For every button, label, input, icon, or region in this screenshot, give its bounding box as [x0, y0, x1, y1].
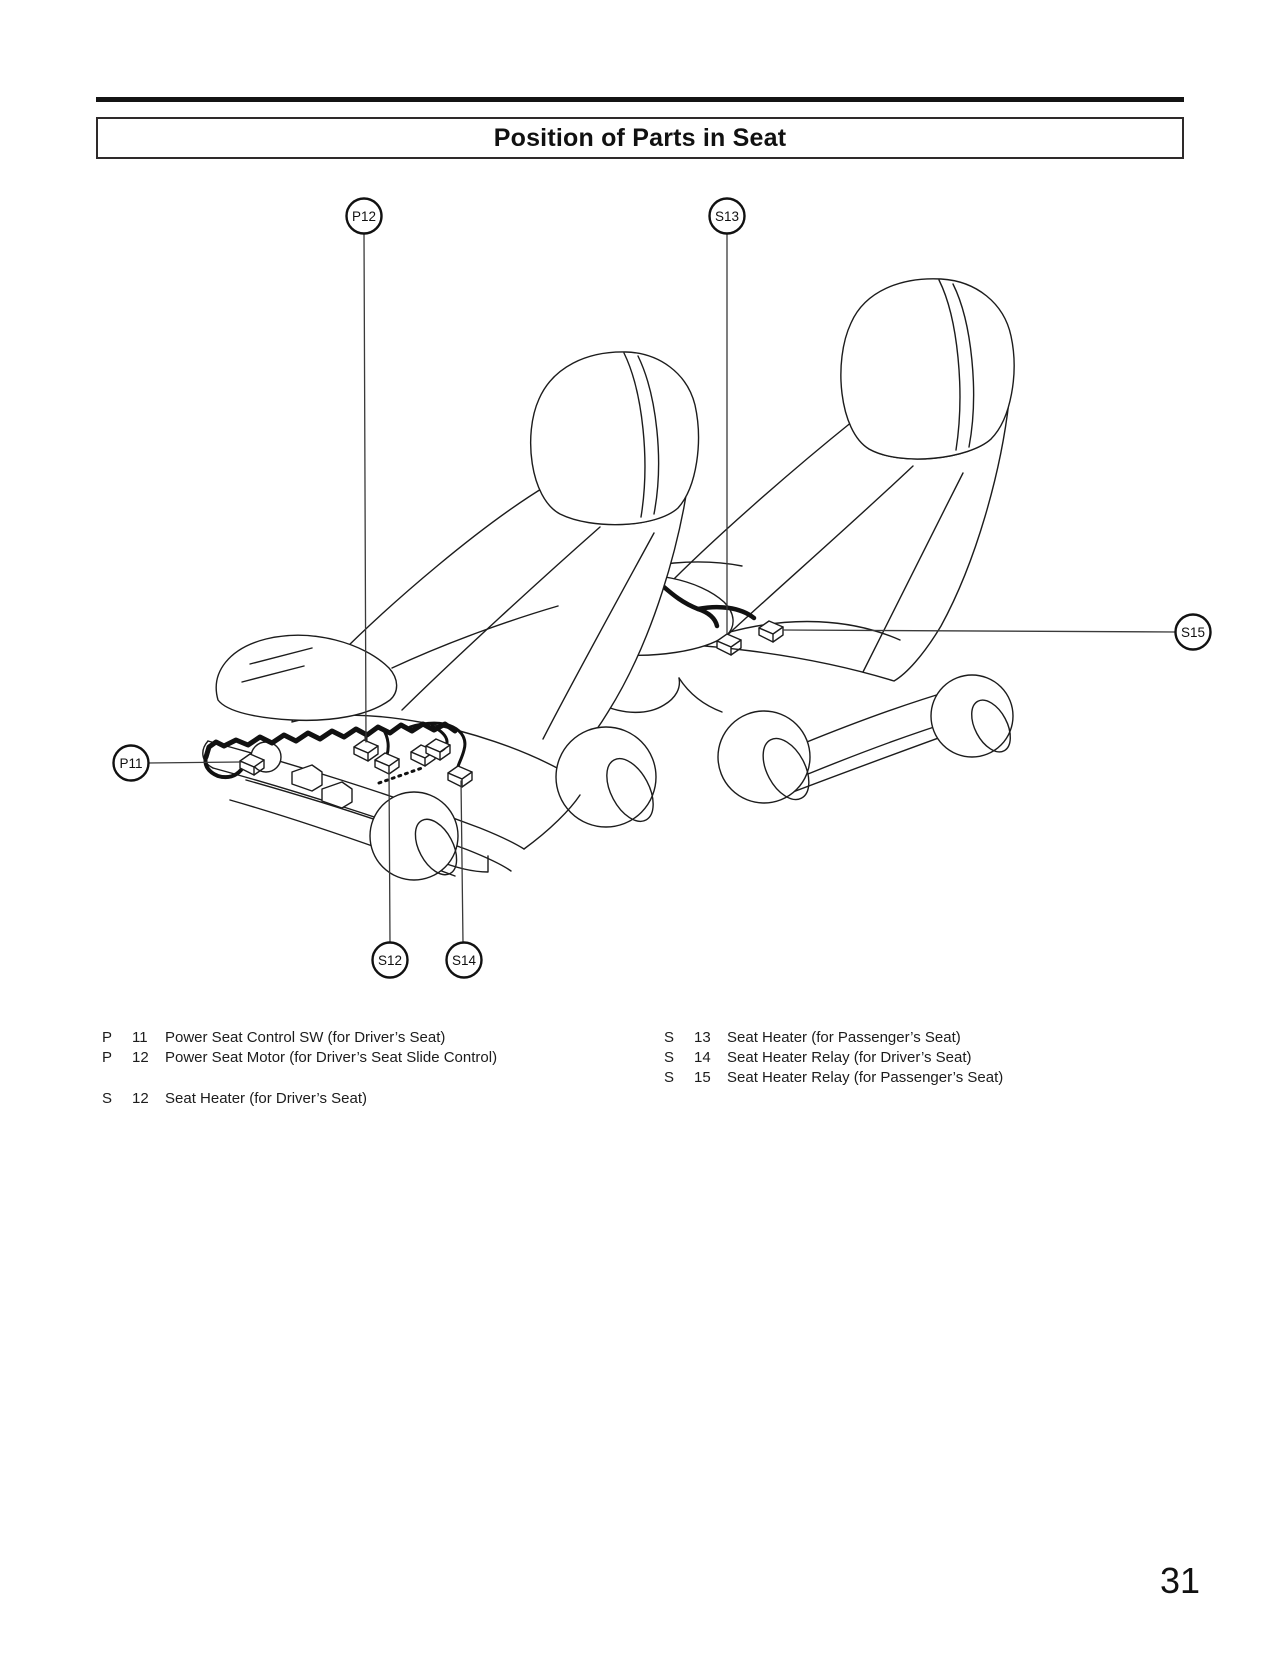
- connector-s14: [447, 765, 473, 788]
- driver-seat-illustration: [202, 351, 700, 881]
- legend-part-number: 15: [694, 1069, 711, 1086]
- legend-part-desc: Seat Heater (for Passenger’s Seat): [727, 1029, 961, 1046]
- top-rule: [96, 97, 1184, 102]
- callout-s15: S15: [1174, 613, 1212, 651]
- legend-part-letter: P: [102, 1029, 113, 1046]
- legend-part-desc: Seat Heater Relay (for Driver’s Seat): [727, 1049, 972, 1066]
- leader-s12: [388, 768, 391, 944]
- legend-part-number: 11: [132, 1029, 148, 1046]
- legend-row: S 13 Seat Heater (for Passenger’s Seat): [664, 1028, 961, 1048]
- callout-p12: P12: [345, 197, 383, 235]
- legend-row: S 15 Seat Heater Relay (for Passenger’s …: [664, 1068, 1003, 1088]
- legend-row: P 12 Power Seat Motor (for Driver’s Seat…: [102, 1048, 497, 1068]
- callout-p11-label: P11: [119, 756, 142, 771]
- callout-s14-label: S14: [452, 953, 477, 968]
- leader-p11: [147, 761, 241, 764]
- callout-s13: S13: [708, 197, 746, 235]
- legend-part-number: 13: [694, 1029, 711, 1046]
- legend-part-number: 14: [694, 1049, 711, 1066]
- legend-part-desc: Power Seat Control SW (for Driver’s Seat…: [165, 1029, 446, 1046]
- callout-s12: S12: [371, 941, 409, 979]
- leader-s14: [460, 780, 464, 944]
- legend-part-letter: S: [664, 1049, 675, 1066]
- legend-row: P 11 Power Seat Control SW (for Driver’s…: [102, 1028, 445, 1048]
- callout-s12-label: S12: [378, 953, 402, 968]
- page-number: 31: [1159, 1560, 1200, 1601]
- connector-s12: [374, 752, 400, 775]
- legend-part-desc: Seat Heater Relay (for Passenger’s Seat): [727, 1069, 1004, 1086]
- legend-part-number: 12: [132, 1049, 149, 1066]
- legend-row: S 12 Seat Heater (for Driver’s Seat): [102, 1089, 367, 1109]
- callout-s14: S14: [445, 941, 483, 979]
- legend-part-letter: P: [102, 1049, 113, 1066]
- page-title: Position of Parts in Seat: [493, 123, 787, 152]
- legend-part-letter: S: [102, 1090, 113, 1107]
- leader-s15: [782, 629, 1177, 633]
- legend-part-number: 12: [132, 1090, 149, 1107]
- legend-part-letter: S: [664, 1029, 675, 1046]
- leader-p12: [363, 232, 367, 743]
- callout-s13-label: S13: [715, 209, 739, 224]
- connector-p12: [353, 739, 379, 762]
- legend-part-desc: Seat Heater (for Driver’s Seat): [165, 1090, 368, 1107]
- legend-row: S 14 Seat Heater Relay (for Driver’s Sea…: [664, 1048, 972, 1068]
- callout-p11: P11: [112, 744, 150, 782]
- seat-diagram: P12 S13 S15 P11 S12 S14: [112, 197, 1212, 979]
- callout-p12-label: P12: [352, 209, 376, 224]
- callout-s15-label: S15: [1181, 625, 1205, 640]
- legend-part-letter: S: [664, 1069, 675, 1086]
- page-title-box: Position of Parts in Seat: [96, 117, 1184, 159]
- callout-bubbles: P12 S13 S15 P11 S12 S14: [112, 197, 1212, 979]
- legend-part-desc: Power Seat Motor (for Driver’s Seat Slid…: [165, 1049, 498, 1066]
